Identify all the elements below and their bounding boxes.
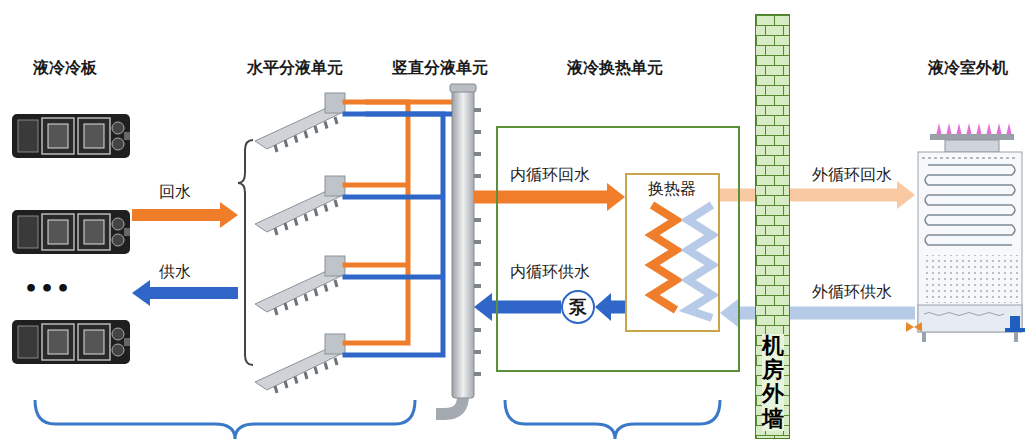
flow-arrow [365,102,452,103]
vertical-manifold: 竖直分液单元 [452,88,474,400]
outdoor-unit-drawing-part [930,134,1014,140]
arrow-shaft [474,191,607,204]
machine-room-wall: 机房外墙 [755,14,790,439]
arrow-shaft [492,301,561,314]
outdoor-unit-drawing-part [1005,328,1025,332]
outdoor-unit-drawing-part [945,140,999,152]
vertical-pole-part [436,396,463,414]
column-heading: 竖直分液单元 [392,58,488,79]
arrow-head [132,280,150,306]
outdoor-unit-drawing-part [922,157,1018,159]
outdoor-unit-drawing-part [918,305,1022,332]
bottom-braces-part [35,400,415,439]
vertical-pole [436,84,481,414]
vertical-pole-part [452,88,474,398]
arrow-head [220,202,238,228]
column-heading: 水平分液单元 [247,58,343,79]
flow-label: 内循环回水 [509,165,591,186]
arrow-head [897,181,915,209]
outdoor-unit-drawing-part [918,152,1022,332]
exchanger-coils-part [688,205,712,318]
outdoor-unit-drawing-part [925,165,1015,245]
arrow-shaft [365,100,452,105]
arrow-head [474,293,492,321]
heat-exchanger: 换热器 [625,173,720,332]
vertical-pole-part [450,84,476,92]
outdoor-unit: 液冷室外机 [915,118,1025,346]
flow-arrow [132,280,238,306]
flow-arrow [595,293,625,321]
bottom-braces-part [505,400,720,439]
manifolds [255,93,345,393]
horizontal-manifold-group: 水平分液单元 [238,95,365,410]
column-heading: 液冷冷板 [33,58,97,79]
arrow-shaft [611,301,625,314]
flow-label: 供水 [158,262,192,283]
arrow-shaft [365,112,452,117]
pump-circle: 泵 [561,290,595,324]
left-brace [238,140,253,365]
cold-plate-group: 液冷冷板 [10,110,132,372]
flow-label: 内循环供水 [509,262,591,283]
arrow-shaft [720,189,897,202]
outdoor-unit-drawing-part [1014,332,1018,342]
cold-plates [12,114,130,364]
heat-exchange-unit: 液冷换热单元换热器泵 [496,126,740,372]
outdoor-unit-drawing-part [924,313,1004,316]
pump-label: 泵 [569,295,587,319]
outdoor-unit-drawing [906,123,1025,342]
arrow-head [607,183,625,211]
exchanger-coils-part [652,205,676,310]
cold-plates-part [12,320,130,364]
wall-label: 机房外墙 [762,334,784,431]
flow-arrow [474,293,561,321]
column-heading: 液冷换热单元 [567,58,663,79]
column-heading: 液冷室外机 [928,58,1008,79]
arrow-head [595,293,611,321]
manifolds-part [255,176,345,235]
vertical-pole-part [474,110,481,374]
arrow-shaft [132,209,220,221]
outdoor-unit-drawing-part [922,255,1018,303]
cold-plates-part [12,114,130,158]
manifold-pipes-part [345,114,443,355]
cold-plates-part [12,210,130,254]
manifolds-part [255,334,345,393]
manifolds-part [255,93,345,152]
flow-label: 外循环供水 [811,282,893,303]
arrow-shaft [150,287,238,299]
left-brace-part [238,140,253,365]
flow-label: 回水 [158,182,192,203]
flow-arrow [132,202,238,228]
manifold-pipes [345,102,443,355]
arrow-head [720,299,738,327]
flow-label: 外循环回水 [811,165,893,186]
flow-arrow [365,114,452,115]
box-label: 换热器 [648,179,696,200]
outdoor-unit-drawing-part [906,322,922,332]
manifolds-part [255,256,345,315]
outdoor-unit-drawing-part [922,332,926,342]
ellipsis-mark: ••• [24,276,72,301]
outdoor-unit-drawing-part [1010,316,1020,328]
exchanger-coils [652,205,712,318]
bottom-braces [35,400,720,439]
manifold-pipes-part [345,102,408,343]
flow-arrow [720,299,915,327]
